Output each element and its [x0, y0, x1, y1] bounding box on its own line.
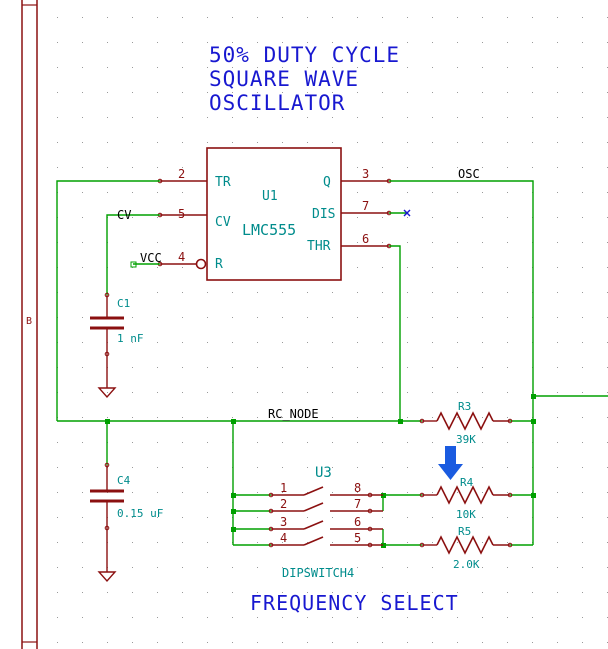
u3-pin-7: 7 — [354, 497, 361, 511]
u1-body[interactable] — [206, 147, 342, 281]
u1-pin-thr-label: THR — [307, 239, 331, 254]
u3-value: DIPSWITCH4 — [282, 566, 354, 580]
u1-pin-2-number: 2 — [178, 167, 185, 181]
border-zone-label: B — [26, 316, 32, 327]
capacitor-c1[interactable]: C1 1 nF — [90, 292, 144, 388]
u1-pin-6-number: 6 — [362, 232, 369, 246]
selection-arrow-icon — [438, 446, 463, 480]
u3-pin-4: 4 — [280, 531, 287, 545]
u1-pin-4-number: 4 — [178, 250, 185, 264]
net-label-vcc: VCC — [140, 251, 162, 265]
junctions — [105, 261, 536, 548]
r3-ref: R3 — [458, 400, 471, 413]
u1-pin-q-label: Q — [323, 175, 331, 190]
u3-pin-6: 6 — [354, 515, 361, 529]
u3-pin-5: 5 — [354, 531, 361, 545]
r3-value: 39K — [456, 433, 476, 446]
u1-value: LMC555 — [242, 221, 296, 239]
resistor-r3[interactable]: R3 39K — [419, 400, 513, 446]
u1-pin-7-number: 7 — [362, 199, 369, 213]
frequency-select-label: FREQUENCY SELECT — [250, 591, 459, 615]
title-line-2: SQUARE WAVE — [209, 67, 359, 91]
ground-symbol-c1 — [97, 387, 117, 399]
r4-ref: R4 — [460, 476, 474, 489]
ground-symbol-c4 — [97, 571, 117, 583]
c1-value: 1 nF — [117, 332, 144, 345]
u1-ref: U1 — [262, 189, 278, 204]
no-connect-marker — [389, 209, 411, 217]
u1-timer[interactable]: U1 LMC555 TR CV R Q DIS THR 2 5 4 3 7 6 — [157, 147, 392, 281]
u1-pin-dis-label: DIS — [312, 207, 335, 222]
u1-pin-3-number: 3 — [362, 167, 369, 181]
u3-ref: U3 — [315, 465, 332, 481]
u1-pin-tr-label: TR — [215, 175, 231, 190]
net-label-cv: CV — [117, 208, 131, 222]
u3-pin-3: 3 — [280, 515, 287, 529]
title-line-3: OSCILLATOR — [209, 91, 345, 115]
r5-ref: R5 — [458, 525, 471, 538]
capacitor-c4[interactable]: C4 0.15 uF — [90, 462, 163, 572]
c4-ref: C4 — [117, 474, 131, 487]
sheet-border: B — [21, 0, 38, 649]
dipswitch-u3[interactable]: U3 DIPSWITCH4 1 2 3 4 8 7 6 5 — [268, 465, 383, 580]
u3-pin-1: 1 — [280, 481, 287, 495]
c1-ref: C1 — [117, 297, 130, 310]
u3-pin-2: 2 — [280, 497, 287, 511]
u1-reset-inversion-bubble — [195, 258, 207, 270]
u1-pin-r-label: R — [215, 257, 223, 272]
title-line-1: 50% DUTY CYCLE — [209, 43, 400, 67]
net-label-rc-node: RC_NODE — [268, 407, 319, 421]
u1-pin-cv-label: CV — [215, 215, 231, 230]
u1-pin-5-number: 5 — [178, 207, 185, 221]
u3-pin-8: 8 — [354, 481, 361, 495]
net-label-osc: OSC — [458, 167, 480, 181]
resistor-r5[interactable]: R5 2.0K — [419, 525, 513, 571]
c4-value: 0.15 uF — [117, 507, 163, 520]
r4-value: 10K — [456, 508, 476, 521]
title-block: 50% DUTY CYCLE SQUARE WAVE OSCILLATOR — [209, 43, 400, 115]
resistor-r4[interactable]: R4 10K — [419, 476, 513, 521]
r5-value: 2.0K — [453, 558, 480, 571]
